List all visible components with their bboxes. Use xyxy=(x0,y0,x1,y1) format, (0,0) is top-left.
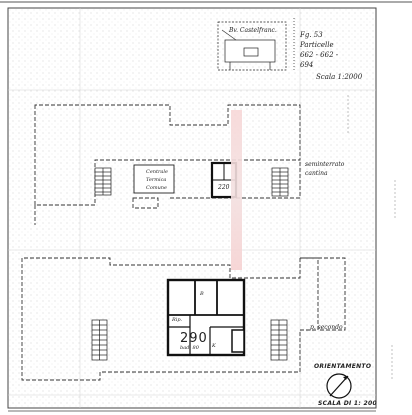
label-centrale: Centrale xyxy=(146,169,168,175)
label-unit-code: 220 xyxy=(218,184,230,191)
legend-particelle-label: Particelle xyxy=(300,41,334,49)
legend-foglio: Fg. 53 xyxy=(300,31,323,39)
label-room-k: K xyxy=(212,343,216,349)
label-unit-number: 290 xyxy=(180,331,208,346)
building-outline-secondo xyxy=(21,257,346,381)
label-rip: Rip. xyxy=(172,317,183,323)
label-unit-sub: bad. 80 xyxy=(180,345,199,351)
sheet-frame xyxy=(7,7,377,409)
stamp-bar xyxy=(231,110,242,270)
staircase-lower-left xyxy=(91,319,108,361)
legend-location: Bv. Castelfranc. xyxy=(229,27,277,34)
label-orientamento: ORIENTAMENTO xyxy=(314,363,372,370)
label-seminterrato: seminterrato xyxy=(305,161,345,168)
label-room-b: B xyxy=(200,291,204,297)
label-termica: Termica xyxy=(146,177,167,183)
label-scala: SCALA DI 1: 200 xyxy=(318,400,377,407)
location-key-map xyxy=(217,18,295,72)
staircase-upper-right xyxy=(271,167,289,197)
label-comune: Comune xyxy=(146,185,167,191)
right-margin-lines xyxy=(347,95,396,380)
legend-scale: Scala 1:2000 xyxy=(316,73,363,81)
label-piano-secondo: p. secondo xyxy=(310,324,343,331)
apartment-unit-plan xyxy=(166,278,246,357)
legend-particelle-values: 662 - 662 - xyxy=(300,51,339,59)
legend-particelle-values-2: 694 xyxy=(300,61,314,69)
label-cantina: cantina xyxy=(305,170,328,177)
north-arrow-icon xyxy=(326,373,352,399)
staircase-upper-left xyxy=(94,167,112,196)
staircase-lower-right xyxy=(270,319,288,361)
centrale-termica-room xyxy=(133,164,175,194)
